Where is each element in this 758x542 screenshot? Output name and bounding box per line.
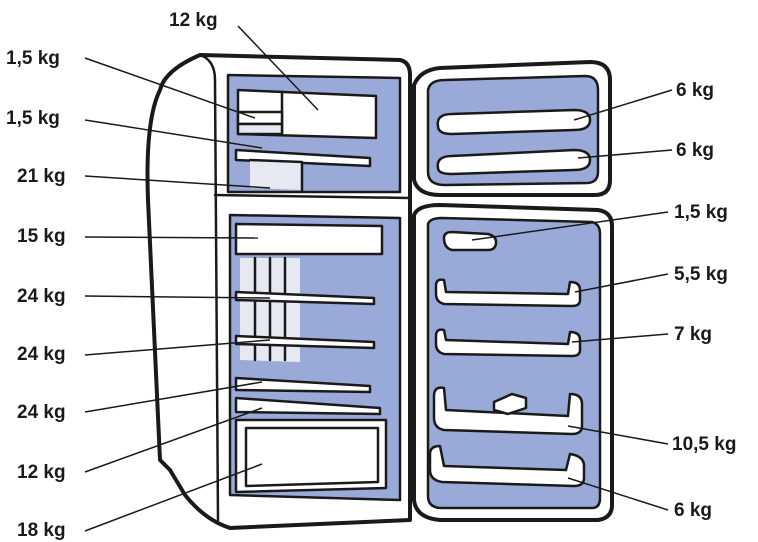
label-freezer-door-upper: 6 kg bbox=[676, 80, 714, 102]
label-fridge-shelf-2: 24 kg bbox=[17, 344, 66, 366]
label-fridge-top-shelf: 15 kg bbox=[17, 226, 66, 248]
label-door-bin-1: 5,5 kg bbox=[674, 264, 728, 286]
freezer-small-box bbox=[238, 124, 282, 134]
label-fridge-shelf-1: 24 kg bbox=[17, 286, 66, 308]
label-fridge-shelf-3: 24 kg bbox=[17, 402, 66, 424]
freezer-bottom-box bbox=[250, 160, 302, 190]
label-freezer-shelf: 21 kg bbox=[17, 166, 66, 188]
egg-tray bbox=[444, 232, 496, 250]
label-door-bin-4: 6 kg bbox=[674, 500, 712, 522]
label-freezer-door-lower: 6 kg bbox=[676, 140, 714, 162]
label-crisper: 18 kg bbox=[17, 520, 66, 542]
label-top-freezer-shelf: 12 kg bbox=[169, 10, 218, 32]
label-door-bin-3: 10,5 kg bbox=[672, 434, 736, 456]
label-door-bin-2: 7 kg bbox=[674, 324, 712, 346]
freezer-door-rack-upper bbox=[438, 110, 590, 134]
label-crisper-cover: 12 kg bbox=[17, 462, 66, 484]
label-freezer-left-upper: 1,5 kg bbox=[6, 48, 60, 70]
fridge-top-shelf bbox=[236, 224, 382, 254]
label-freezer-left-lower: 1,5 kg bbox=[6, 108, 60, 130]
label-door-egg-tray: 1,5 kg bbox=[674, 202, 728, 224]
